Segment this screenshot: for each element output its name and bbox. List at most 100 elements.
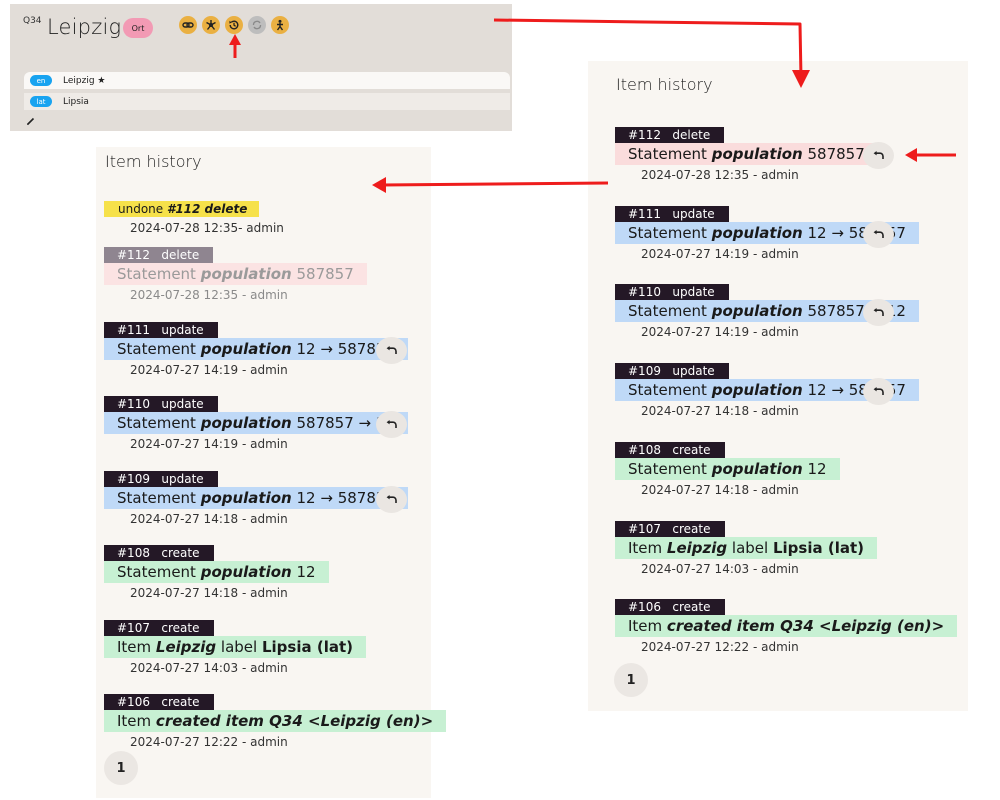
history-entry-tag: #112 delete (104, 247, 214, 263)
history-entry-meta: 2024-07-27 14:03 - admin (641, 561, 799, 576)
description-part: Statement (628, 381, 712, 400)
description-part: Lipsia (lat) (772, 538, 864, 557)
description-part: 12 (291, 563, 316, 581)
item-qid: Q34 (23, 16, 42, 26)
history-entry-meta: 2024-07-27 14:19 - admin (641, 325, 799, 340)
description-part: Statement (628, 459, 712, 478)
history-entry-description: Statement population 12 → 587857 (104, 337, 408, 360)
description-part: Statement (628, 302, 712, 321)
history-entry-tag: #108 create (615, 441, 725, 458)
description-part: Statement (117, 339, 201, 358)
history-entry-meta: 2024-07-28 12:35 - admin (641, 168, 799, 182)
undo-button[interactable] (863, 142, 894, 169)
history-entry-meta: 2024-07-27 14:19 - admin (641, 246, 799, 261)
description-part: label (727, 538, 773, 557)
history-entry-description: Statement population 587857 → 12 (615, 300, 919, 323)
history-entry-tag: #110 update (615, 284, 729, 301)
history-entry-meta: 2024-07-27 14:19 - admin (130, 437, 288, 451)
history-entry-description: Item created item Q34 <Leipzig (en)> (615, 615, 958, 638)
history-entry-tag: #111 update (615, 205, 729, 222)
undo-icon (873, 308, 884, 317)
history-entry-meta: 2024-07-27 14:03 - admin (130, 660, 288, 675)
history-entry-tag: #107 create (615, 520, 725, 537)
history-entry-description: Statement population 587857 → 12 (104, 412, 408, 434)
undo-icon (873, 387, 884, 396)
history-entry-meta: 2024-07-27 14:18 - admin (641, 482, 799, 497)
description-part: Item (628, 617, 667, 636)
panel-title: Item history (616, 75, 713, 94)
history-entry-tag: #106 create (615, 599, 725, 616)
description-part: population (200, 265, 292, 283)
undo-icon (386, 345, 397, 354)
undo-button[interactable] (376, 336, 407, 364)
description-part: Statement (628, 223, 712, 242)
undo-icon (873, 151, 884, 159)
description-part: created item Q34 <Leipzig (en)> (155, 712, 434, 730)
link-icon[interactable] (179, 16, 197, 34)
history-entry-description: Statement population 12 (104, 561, 329, 583)
undone-change-ref: #112 delete (166, 202, 248, 216)
description-part: population (711, 145, 803, 163)
undo-icon (386, 420, 397, 428)
label-text: Lipsia (63, 96, 89, 107)
label-row[interactable]: lat Lipsia (24, 93, 510, 110)
history-entry-description: Item Leipzig label Lipsia (lat) (104, 635, 366, 658)
description-part: population (711, 459, 803, 478)
description-part: 587857 (802, 145, 865, 163)
history-entry-tag: #112 delete (615, 127, 725, 143)
label-row[interactable]: en Leipzig ★ (24, 72, 510, 89)
undo-icon (873, 229, 884, 238)
item-title: Leipzig (47, 15, 122, 39)
undo-button[interactable] (863, 299, 894, 327)
item-header: Q34 Leipzig Ort en Leipzig ★ lat Lipsia (10, 4, 512, 131)
history-entry-meta: 2024-07-27 14:18 - admin (130, 586, 288, 600)
graph-icon[interactable] (202, 16, 220, 34)
pagination-page-1[interactable]: 1 (104, 751, 138, 785)
description-part: Statement (117, 265, 201, 283)
history-entry-description: Statement population 587857 (104, 263, 367, 285)
description-part: Item (117, 712, 156, 730)
history-entry-description: Statement population 12 (615, 457, 840, 480)
description-part: label (216, 637, 262, 656)
undo-button[interactable] (376, 485, 407, 513)
undo-button[interactable] (863, 220, 894, 248)
undo-button[interactable] (863, 378, 894, 406)
history-entry-meta: 2024-07-27 12:22 - admin (641, 640, 799, 655)
description-part: population (200, 488, 292, 507)
history-entry-meta: 2024-07-27 14:19 - admin (130, 362, 288, 377)
description-part: 587857 (291, 265, 354, 283)
history-icon[interactable] (225, 16, 243, 34)
pagination-page-1[interactable]: 1 (614, 663, 648, 697)
item-type-badge[interactable]: Ort (123, 18, 153, 38)
person-icon[interactable] (271, 16, 289, 34)
history-entry-meta: 2024-07-27 14:18 - admin (641, 404, 799, 419)
lang-badge: en (30, 75, 52, 86)
description-part: Item (117, 637, 156, 656)
sync-icon (248, 16, 266, 34)
history-entry-tag: #111 update (104, 321, 218, 338)
description-part: Statement (628, 145, 712, 163)
undone-label: undone (118, 202, 167, 216)
description-part: Lipsia (lat) (261, 637, 353, 656)
description-part: population (711, 302, 803, 321)
description-part: population (200, 414, 292, 432)
description-part: population (200, 339, 292, 358)
description-part: Item (628, 538, 667, 557)
history-entry-tag: #109 update (104, 470, 218, 487)
undo-button[interactable] (376, 411, 407, 438)
history-entry-meta: 2024-07-27 14:18 - admin (130, 511, 288, 526)
pencil-icon[interactable] (26, 116, 36, 126)
description-part: Statement (117, 488, 201, 507)
history-entry-tag: #107 create (104, 619, 214, 636)
